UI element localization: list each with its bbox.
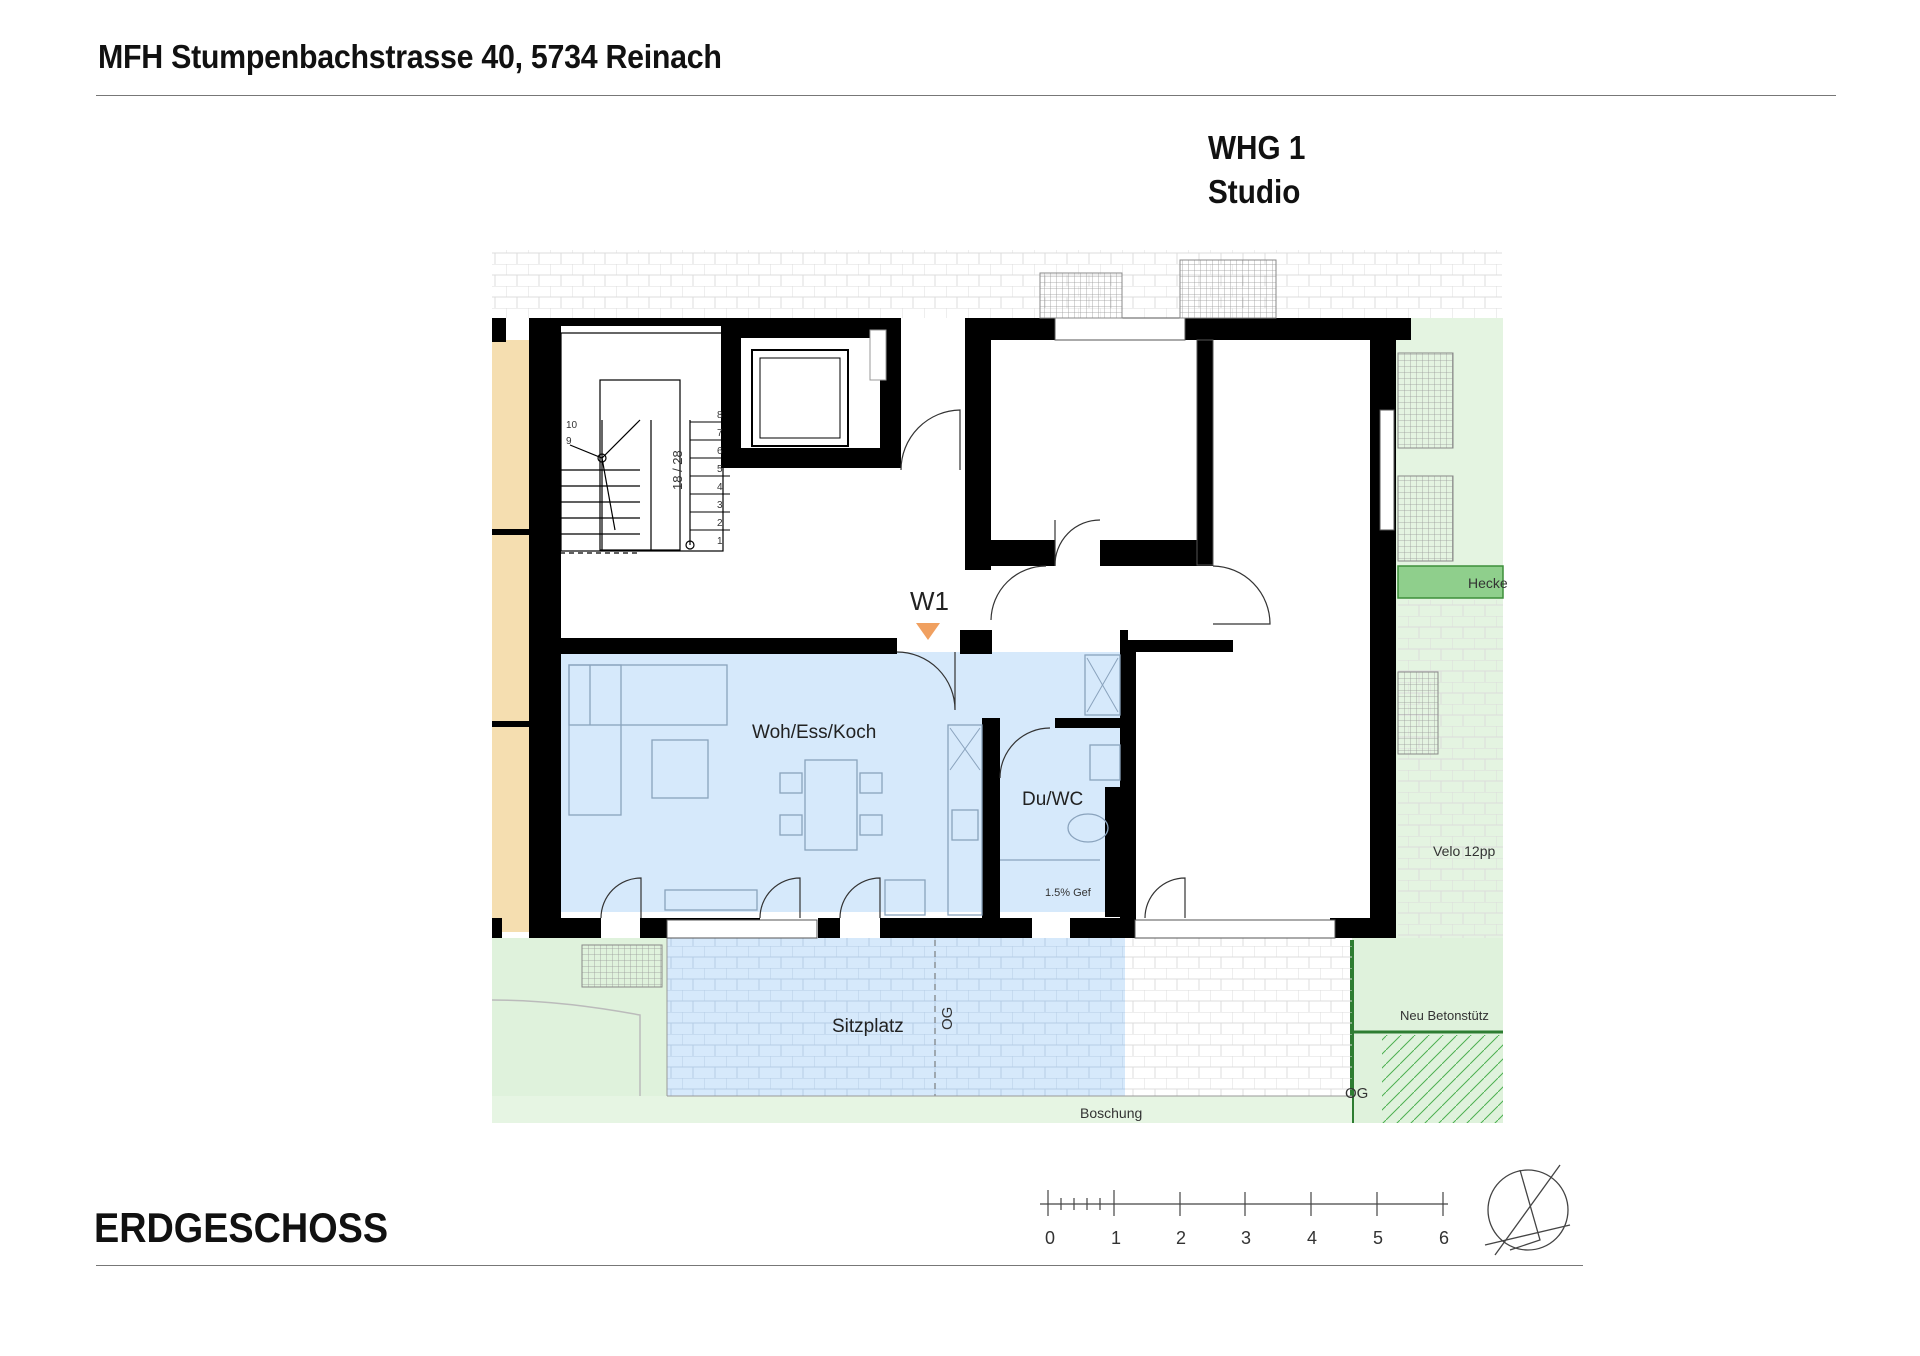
scale-bar xyxy=(1040,1190,1448,1216)
bike-area xyxy=(1398,600,1503,992)
bath-area xyxy=(992,718,1120,912)
scale-label: 4 xyxy=(1307,1228,1317,1248)
entrance-label: W1 xyxy=(910,586,949,616)
stair-step-number: 4 xyxy=(717,482,723,493)
footer-rule xyxy=(96,1265,1583,1266)
label-terrace: Sitzplatz xyxy=(832,1016,904,1037)
stair-measure: 18 / 28 xyxy=(670,450,685,490)
header-rule xyxy=(96,95,1836,96)
wood-facade xyxy=(492,340,529,932)
living-area xyxy=(560,652,992,912)
scale-label: 5 xyxy=(1373,1228,1383,1248)
path-curve xyxy=(491,999,641,1123)
stair-step-number: 2 xyxy=(717,518,723,529)
label-og-2: OG xyxy=(1345,1085,1368,1102)
scale-label: 2 xyxy=(1176,1228,1186,1248)
windows xyxy=(666,317,1395,939)
stair-step-number: 8 xyxy=(717,410,723,421)
label-retaining: Neu Betonstütz xyxy=(1400,1008,1489,1023)
shaft-duct xyxy=(869,329,887,381)
slope-strip xyxy=(492,1096,1352,1123)
scale-label: 3 xyxy=(1241,1228,1251,1248)
stair-treads xyxy=(690,421,730,531)
elevator-shaft xyxy=(751,349,849,447)
cabinet-crosses xyxy=(949,657,1119,771)
paving-north xyxy=(492,250,1502,318)
stair-step-number: 1 xyxy=(717,536,723,547)
stair-step-numbers: 8 7 6 5 4 3 2 1 10 9 xyxy=(566,410,723,547)
staircase xyxy=(560,332,724,554)
elevator-cabin xyxy=(759,357,841,439)
unit-number: WHG 1 xyxy=(1208,129,1306,166)
unit-label: WHG 1 Studio xyxy=(1208,126,1305,214)
stair-step-number: 7 xyxy=(717,428,723,439)
label-bikes: Velo 12pp xyxy=(1433,843,1495,859)
entrance-arrow-icon xyxy=(916,623,940,640)
light-wells xyxy=(581,259,1454,988)
page-title: MFH Stumpenbachstrasse 40, 5734 Reinach xyxy=(98,38,722,75)
doors xyxy=(600,409,1271,919)
garden-hatch xyxy=(1382,1035,1503,1123)
scale-label: 0 xyxy=(1045,1228,1055,1248)
label-slope: Boschung xyxy=(1080,1105,1142,1121)
room-label-living: Woh/Ess/Koch xyxy=(752,722,876,743)
furniture xyxy=(568,654,1121,916)
hedge xyxy=(1397,565,1504,599)
stair-step-number: 3 xyxy=(717,500,723,511)
floor-label: ERDGESCHOSS xyxy=(94,1204,389,1251)
label-drain: 1.5% Gef xyxy=(1045,887,1092,899)
scale-label: 6 xyxy=(1439,1228,1449,1248)
unit-type: Studio xyxy=(1208,173,1301,210)
terrace-white xyxy=(1125,938,1352,1096)
label-og-1: OG xyxy=(939,1007,956,1030)
terrace-blue xyxy=(667,938,1125,1096)
stair-step-number: 5 xyxy=(717,464,723,475)
stair-step-number: 9 xyxy=(566,436,572,447)
stair-step-number: 10 xyxy=(566,420,578,431)
label-hedge: Hecke xyxy=(1468,575,1508,591)
scale-label: 1 xyxy=(1111,1228,1121,1248)
north-arrow-icon xyxy=(1484,1164,1571,1256)
walls xyxy=(492,318,1411,938)
room-label-bath: Du/WC xyxy=(1022,789,1083,810)
scale-labels: 0 1 2 3 4 5 6 xyxy=(1045,1228,1449,1248)
stair-step-number: 6 xyxy=(717,446,723,457)
